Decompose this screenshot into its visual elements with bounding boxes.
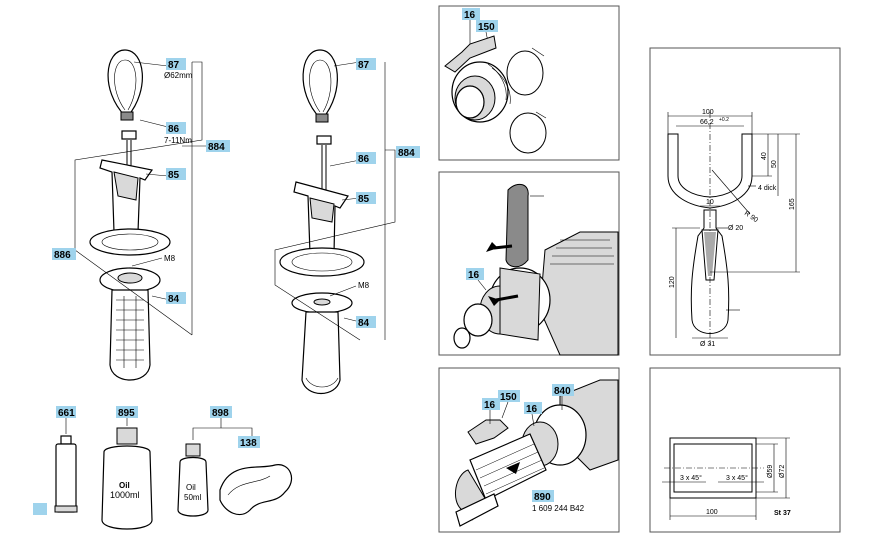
tube-chamfer-2: 3 x 45° [726,474,748,482]
dim-66-tol: +0.2 [719,117,729,123]
label-150b: 150 [500,392,517,403]
label-898: 898 [212,408,229,419]
drawing-tube: 100 3 x 45° 3 x 45° Ø59 Ø72 St 37 [649,367,841,533]
label-85b: 85 [358,194,370,205]
label-16b: 16 [468,270,480,281]
label-661: 661 [58,408,75,419]
label-150a: 150 [478,22,495,33]
label-87b: 87 [358,60,370,71]
label-84b: 84 [358,318,370,329]
dim-d31: Ø 31 [700,341,715,348]
label-16a: 16 [464,10,476,21]
cleaning-cloth [219,464,293,515]
label-886: 886 [54,250,71,261]
label-884b: 884 [398,148,415,159]
panel-fit-rings: 16 150 [438,5,620,161]
label-890: 890 [534,492,551,503]
oil-large-line1: Oil [119,481,130,490]
handle-holder [99,159,154,239]
oil-large-line2: 1000ml [110,490,140,500]
dim-100: 100 [702,109,714,116]
label-86b: 86 [358,154,370,165]
tube-d72: Ø72 [779,465,786,478]
grip [109,289,151,381]
label-84a: 84 [168,294,180,305]
label-16d: 16 [526,404,538,415]
tube-chamfer-1: 3 x 45° [680,474,702,482]
diam62-text: Ø62mm [164,71,193,80]
tube-len: 100 [706,509,718,516]
dim-40: 40 [761,152,768,160]
dim-165: 165 [789,198,796,210]
dim-120: 120 [669,276,676,288]
grease-tube [55,443,77,513]
tube-d59: Ø59 [767,465,774,478]
oil-bottle-large [101,445,153,530]
oil-small-line2: 50ml [184,493,202,502]
label-895: 895 [118,408,135,419]
label-840: 840 [554,386,571,397]
label-86a: 86 [168,124,180,135]
m8b-text: M8 [358,281,370,290]
bottle-cap [116,427,138,445]
dim-d20: Ø 20 [728,225,743,232]
label-138: 138 [240,438,257,449]
handle-assembly-b [274,49,396,394]
drawing-fork-handle: 100 66,2 +0.2 40 50 165 4 dick 10 R 90 Ø… [649,47,841,356]
oil-bottle-small [177,456,209,517]
panel-mount-handle: 16 [438,171,620,356]
tube-material: St 37 [774,510,791,517]
blank-tag [33,503,47,515]
m8a-text: M8 [164,254,176,263]
torque-text: 7-11Nm [164,136,192,145]
panel-insert-tool: 16 150 16 840 890 1 609 244 B42 [438,367,620,533]
label-16c: 16 [484,400,496,411]
dim-66: 66,2 [700,119,714,126]
labels-assembly-b: 87 86 884 85 M8 84 [356,58,420,329]
band-clamp [120,111,134,121]
consumables: 661 895 Oil 1000ml 898 138 Oil 50ml [33,406,293,530]
dim-10: 10 [706,199,714,206]
flange-disc [89,228,171,256]
oil-small-line1: Oil [186,483,196,492]
label-884a: 884 [208,142,225,153]
label-85a: 85 [168,170,180,181]
handle-assembly-a [74,49,206,381]
dim-50: 50 [771,160,778,168]
part-number-text: 1 609 244 B42 [532,504,585,513]
dim-4dick: 4 dick [758,185,777,192]
side-handle [505,183,529,268]
label-87a: 87 [168,60,180,71]
labels-assembly-a: 87 Ø62mm 86 7-11Nm 884 85 886 M8 84 [52,58,230,305]
clamp-block [121,130,137,140]
